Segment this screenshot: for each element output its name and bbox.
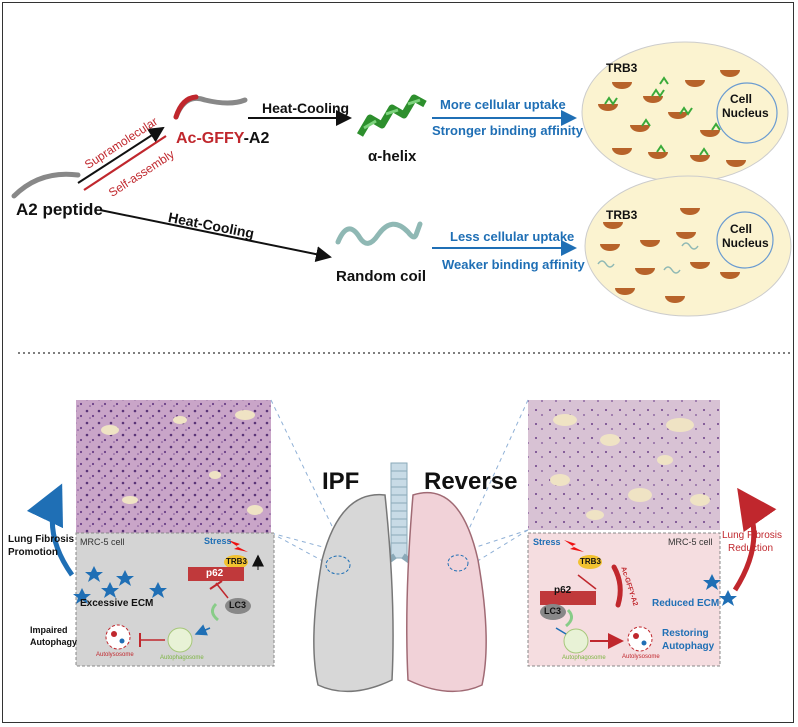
autophagosome-left-label: Autophagosome bbox=[160, 655, 204, 661]
nucleus-upper-line1: Cell bbox=[730, 92, 753, 106]
autolysosome-right-label: Autolysosome bbox=[622, 654, 660, 660]
ecm-stars-left bbox=[73, 566, 167, 604]
nucleus-lower-line1: Cell bbox=[730, 222, 753, 236]
reduction-curve-arrow bbox=[732, 487, 777, 592]
lung-fibrosis-promotion-line1: Lung Fibrosis bbox=[8, 534, 75, 545]
more-uptake-label: More cellular uptake bbox=[440, 97, 566, 112]
assembly-arrow-black bbox=[77, 126, 165, 184]
trb3-upper-label: TRB3 bbox=[606, 61, 638, 75]
p62-bar-left bbox=[188, 567, 244, 581]
ipf-label: IPF bbox=[322, 468, 360, 495]
right-lung bbox=[406, 491, 487, 693]
lc3-right-label: LC3 bbox=[544, 606, 562, 616]
nucleus-lower-line2: Nucleus bbox=[722, 236, 769, 250]
ac-gffy-a2-label: Ac-GFFY-A2 bbox=[176, 130, 269, 148]
heat-cooling-arrow-lower bbox=[99, 209, 332, 263]
weaker-binding-label: Weaker binding affinity bbox=[442, 257, 585, 272]
stronger-binding-label: Stronger binding affinity bbox=[432, 123, 583, 138]
autolysosome-right bbox=[627, 626, 653, 652]
ac-gffy-suffix: -A2 bbox=[243, 130, 270, 147]
lc3-oval-right bbox=[540, 604, 566, 620]
stress-left-label: Stress bbox=[204, 536, 232, 546]
mrc5-right-label: MRC-5 cell bbox=[668, 537, 713, 547]
reverse-label: Reverse bbox=[424, 468, 518, 495]
lc3-left-label: LC3 bbox=[229, 600, 247, 610]
assembly-arrow-red bbox=[83, 135, 167, 191]
autophagosome-right-label: Autophagosome bbox=[562, 655, 606, 661]
trb3-wells-lower bbox=[600, 208, 740, 303]
heat-cooling-upper-label: Heat-Cooling bbox=[262, 100, 350, 116]
impaired-line2: Autophagy bbox=[30, 637, 77, 647]
trb3-left-label: TRB3 bbox=[226, 557, 247, 566]
guide-lines bbox=[270, 399, 529, 574]
a2-peptide-strand bbox=[11, 171, 81, 199]
trb3-oval-left bbox=[224, 555, 248, 569]
restoring-line1: Restoring bbox=[662, 628, 709, 639]
lungs-illustration bbox=[313, 462, 487, 693]
reduced-ecm-label: Reduced ECM bbox=[652, 598, 720, 609]
alpha-helix-icon bbox=[356, 94, 427, 137]
histology-image-left bbox=[76, 400, 271, 533]
lung-fibrosis-reduction-line2: Reduction bbox=[728, 543, 774, 554]
autolysosome-left bbox=[105, 624, 131, 650]
impaired-line1: Impaired bbox=[30, 625, 68, 635]
lung-fibrosis-promotion-line2: Promotion bbox=[8, 547, 58, 558]
ac-gffy-a2-ribbon bbox=[611, 564, 623, 608]
trb3-lower-label: TRB3 bbox=[606, 208, 638, 222]
trb3-right-label: TRB3 bbox=[580, 557, 601, 566]
stress-right-label: Stress bbox=[533, 537, 561, 547]
autophagosome-left bbox=[167, 627, 193, 653]
left-lung bbox=[313, 493, 394, 693]
autophagosome-right bbox=[563, 628, 589, 654]
autolysosome-left-label: Autolysosome bbox=[96, 652, 134, 658]
excessive-ecm-label: Excessive ECM bbox=[80, 598, 154, 609]
random-coil-label: Random coil bbox=[336, 268, 427, 285]
p62-bar-right bbox=[540, 591, 596, 605]
lung-fibrosis-reduction-line1: Lung Fibrosis bbox=[722, 530, 783, 541]
trb3-oval-right bbox=[578, 555, 602, 569]
helix-bound-upper bbox=[604, 76, 721, 156]
stress-bolt-right bbox=[564, 540, 584, 552]
alpha-helix-label: α-helix bbox=[368, 148, 417, 165]
stress-bolt-left bbox=[228, 540, 248, 552]
promotion-curve-arrow bbox=[26, 483, 75, 577]
cell-lower bbox=[584, 175, 792, 317]
less-uptake-label: Less cellular uptake bbox=[450, 229, 575, 244]
p62-right-label: p62 bbox=[554, 585, 572, 596]
p62-left-label: p62 bbox=[206, 568, 224, 579]
restoring-line2: Autophagy bbox=[662, 641, 715, 652]
nucleus-lower bbox=[716, 211, 774, 269]
free-coil-lower bbox=[597, 242, 699, 274]
mrc5-left-label: MRC-5 cell bbox=[80, 537, 125, 547]
ac-gffy-red-end bbox=[173, 94, 199, 120]
lc3-oval-left bbox=[225, 598, 251, 614]
a2-peptide-label: A2 peptide bbox=[16, 200, 103, 219]
nucleus-upper-line2: Nucleus bbox=[722, 106, 769, 120]
ac-gffy-prefix: Ac-GFFY bbox=[176, 130, 244, 147]
random-coil-icon bbox=[335, 221, 423, 246]
ecm-stars-right bbox=[703, 574, 737, 606]
nucleus-upper bbox=[716, 82, 778, 144]
